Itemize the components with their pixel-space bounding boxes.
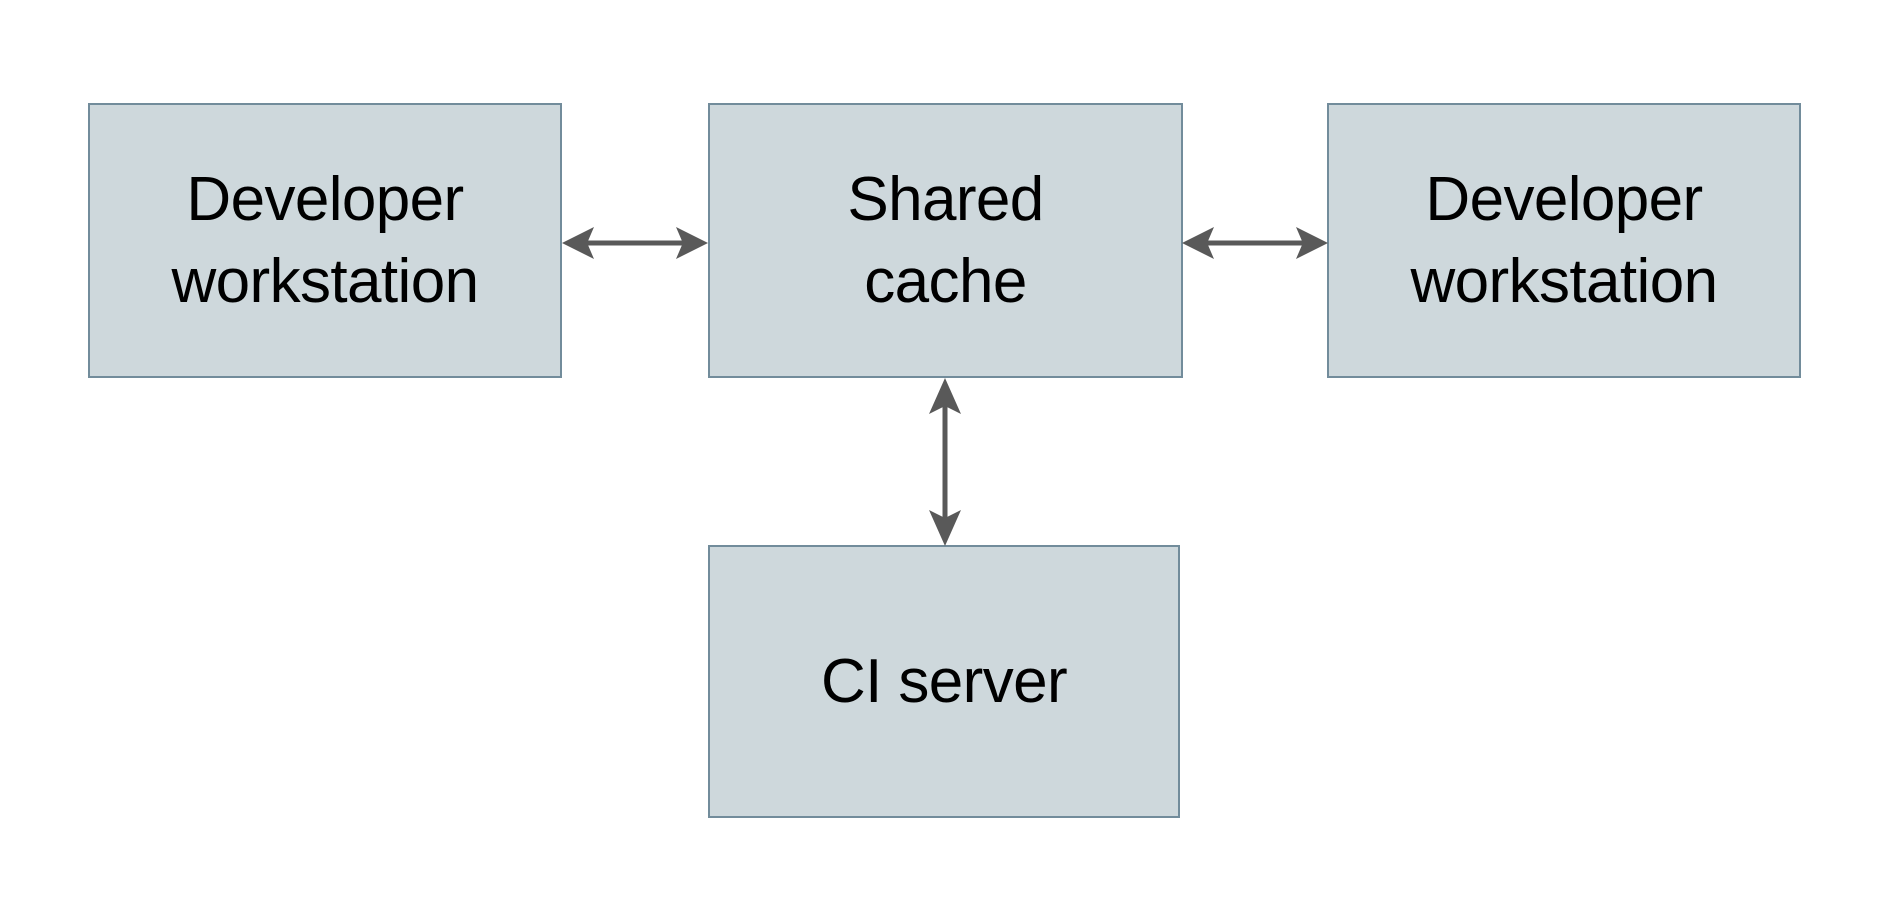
node-shared-cache[interactable]: Shared cache [708,103,1183,378]
connector-shared-cache-to-ci-server[interactable] [915,376,975,548]
node-label: Developer workstation [171,164,480,316]
node-label: Developer workstation [1410,164,1719,316]
node-label: Shared cache [847,164,1044,316]
node-developer-workstation-left[interactable]: Developer workstation [88,103,562,378]
node-ci-server[interactable]: CI server [708,545,1180,818]
node-developer-workstation-right[interactable]: Developer workstation [1327,103,1801,378]
connector-dev-left-to-shared-cache[interactable] [560,213,710,273]
double-arrow-icon [562,227,708,259]
connector-shared-cache-to-dev-right[interactable] [1180,213,1330,273]
double-arrow-icon [929,378,961,546]
double-arrow-icon [1182,227,1328,259]
node-label: CI server [820,646,1068,716]
